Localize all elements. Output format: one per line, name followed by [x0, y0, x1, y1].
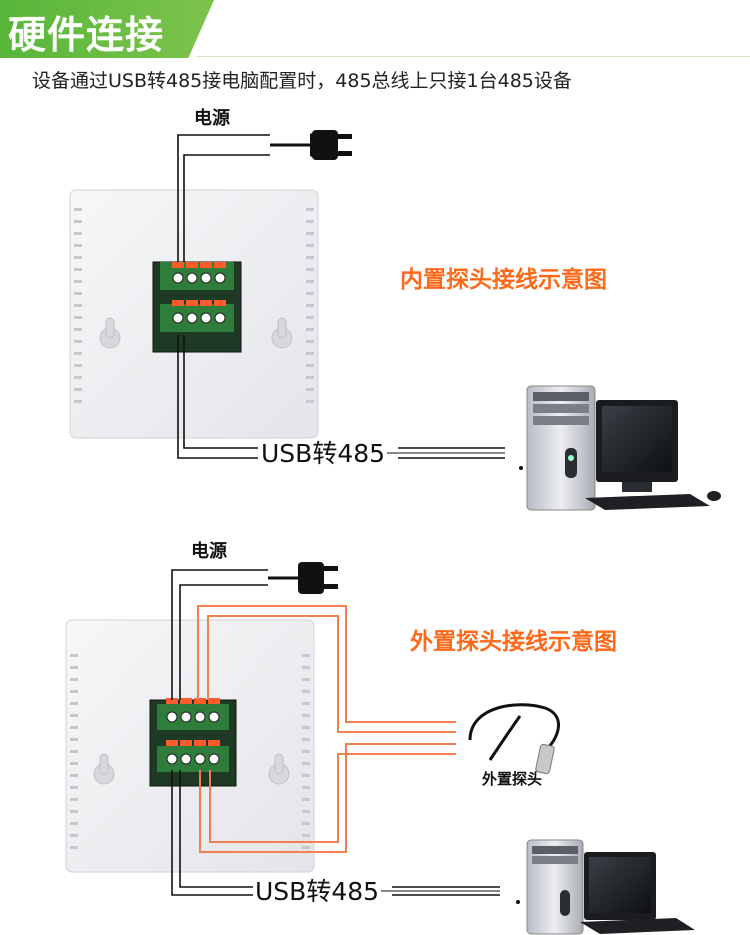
usb485-label: USB转485	[259, 439, 388, 468]
keyhole-right	[271, 317, 293, 349]
usb485-wires	[380, 886, 500, 896]
usb485-wires	[380, 447, 505, 459]
external-probe-icon	[468, 703, 560, 775]
diagram-external-probe	[65, 562, 695, 935]
power-plug-icon	[268, 562, 338, 594]
computer-icon	[516, 839, 695, 935]
power-plug-icon	[270, 130, 352, 160]
keyhole-right	[268, 753, 290, 785]
diagram-title: 外置探头接线示意图	[410, 629, 617, 655]
computer-icon	[519, 385, 721, 511]
keyhole-left	[99, 317, 121, 349]
subtitle: 设备通过USB转485接电脑配置时，485总线上只接1台485设备	[32, 70, 572, 92]
power-wires	[177, 134, 270, 459]
usb485-label: USB转485	[253, 877, 382, 906]
power-label: 电源	[194, 108, 230, 129]
probe-label: 外置探头	[482, 770, 543, 788]
terminal-block	[149, 698, 237, 787]
probe-wires	[197, 605, 456, 853]
power-wires	[171, 569, 268, 896]
header-divider	[196, 56, 750, 57]
diagram-title: 内置探头接线示意图	[400, 267, 607, 293]
keyhole-left	[93, 753, 115, 785]
power-label: 电源	[191, 541, 227, 562]
page-title: 硬件连接	[8, 13, 165, 57]
header-bar	[0, 0, 214, 58]
diagram-internal-probe	[69, 130, 721, 511]
terminal-block	[152, 261, 242, 353]
